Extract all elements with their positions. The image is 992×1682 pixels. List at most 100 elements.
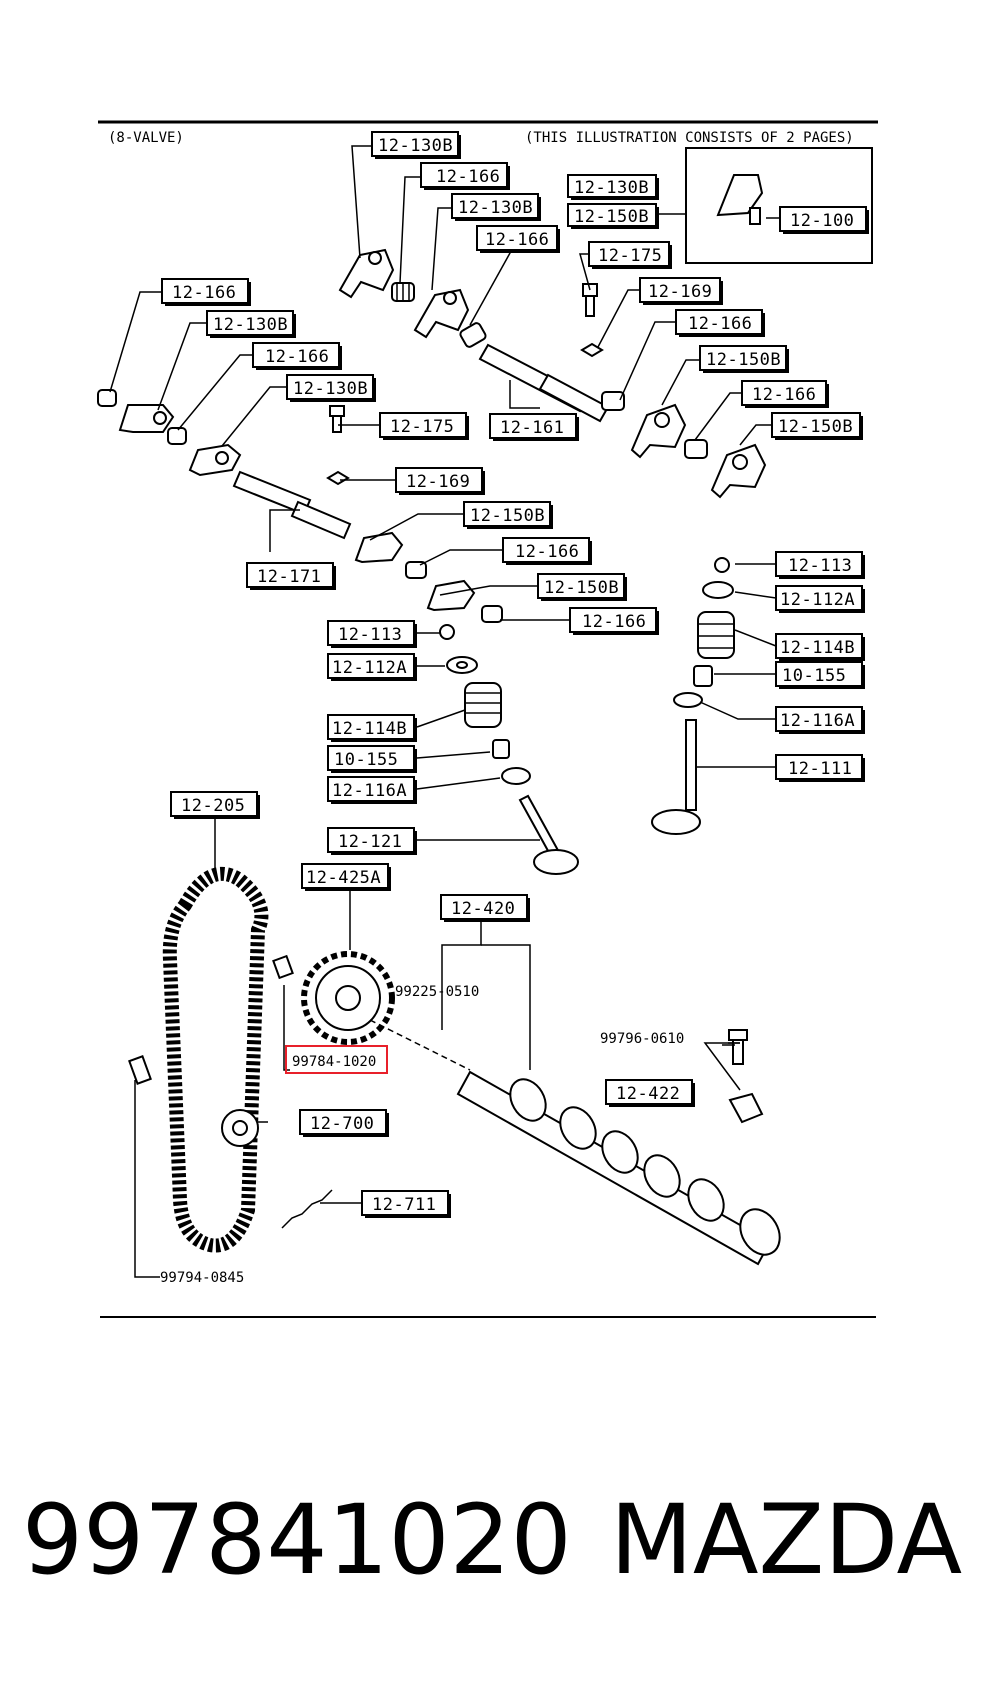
callout-12-422[interactable]: 12-422	[605, 1079, 695, 1107]
svg-text:12-130B: 12-130B	[574, 178, 649, 198]
callout-12-150B[interactable]: 12-150B	[567, 203, 659, 229]
spring-part	[684, 439, 708, 459]
callout-10-155[interactable]: 10-155	[327, 745, 417, 773]
svg-text:12-166: 12-166	[515, 542, 579, 562]
valve-part	[518, 794, 579, 875]
highlighted-part-label[interactable]: 99784-1020	[292, 1054, 376, 1070]
parts-diagram: (8-VALVE) (THIS ILLUSTRATION CONSISTS OF…	[97, 120, 878, 1318]
brand-title: MAZDA	[610, 1484, 963, 1596]
bolt-part	[728, 1029, 748, 1065]
callout-12-116A[interactable]: 12-116A	[775, 706, 865, 734]
washer-part	[326, 470, 350, 486]
callout-12-130B[interactable]: 12-130B	[567, 174, 659, 200]
caption: 997841020 MAZDA	[0, 1480, 992, 1600]
callout-12-114B[interactable]: 12-114B	[775, 633, 865, 661]
callout-12-150B[interactable]: 12-150B	[537, 573, 627, 601]
valve-seat-part	[673, 692, 703, 708]
valve-keeper-part	[714, 557, 730, 573]
callout-12-113[interactable]: 12-113	[775, 551, 865, 579]
bolt-part	[582, 283, 598, 317]
callout-12-130B[interactable]: 12-130B	[206, 310, 296, 338]
spring-part	[97, 389, 117, 407]
svg-text:12-111: 12-111	[788, 759, 852, 779]
callout-12-205[interactable]: 12-205	[170, 791, 260, 819]
spring-part	[167, 427, 187, 445]
callout-12-116A[interactable]: 12-116A	[327, 776, 417, 804]
callout-12-425A[interactable]: 12-425A	[301, 863, 391, 891]
rocker-shaft-part	[232, 470, 352, 540]
rocker-arm-part	[716, 174, 764, 225]
callout-12-150B[interactable]: 12-150B	[771, 412, 863, 440]
rocker-arm-part	[426, 579, 476, 612]
svg-text:12-420: 12-420	[451, 899, 515, 919]
part-number-label[interactable]: 99796-0610	[600, 1031, 684, 1047]
callout-10-155[interactable]: 10-155	[775, 661, 865, 689]
svg-text:12-116A: 12-116A	[332, 781, 407, 801]
rocker-arm-part	[710, 443, 767, 499]
callout-12-150B[interactable]: 12-150B	[699, 345, 789, 373]
callout-12-166[interactable]: 12-166	[502, 537, 592, 565]
svg-text:12-166: 12-166	[265, 347, 329, 367]
callout-12-711[interactable]: 12-711	[361, 1190, 451, 1218]
svg-text:12-166: 12-166	[485, 230, 549, 250]
callout-12-166[interactable]: 12-166	[420, 162, 510, 190]
callout-12-111[interactable]: 12-111	[775, 754, 865, 782]
svg-text:12-114B: 12-114B	[780, 638, 855, 658]
svg-text:12-112A: 12-112A	[332, 658, 407, 678]
callout-12-166[interactable]: 12-166	[569, 607, 659, 635]
callout-12-100[interactable]: 12-100	[779, 206, 869, 234]
camshaft-part	[456, 1070, 781, 1266]
callout-12-175[interactable]: 12-175	[379, 412, 469, 440]
callout-12-112A[interactable]: 12-112A	[327, 653, 417, 681]
callout-12-150B[interactable]: 12-150B	[463, 501, 553, 529]
camshaft-pulley-part	[301, 951, 395, 1045]
callout-12-130B[interactable]: 12-130B	[286, 374, 376, 402]
valve-seat-part	[501, 767, 531, 785]
part-number-label[interactable]: 99794-0845	[160, 1270, 244, 1286]
callout-12-420[interactable]: 12-420	[440, 894, 530, 922]
svg-text:12-130B: 12-130B	[378, 136, 453, 156]
rocker-arm-part	[338, 248, 395, 299]
callout-12-161[interactable]: 12-161	[489, 413, 579, 441]
spring-part	[601, 391, 625, 411]
valve-spring-part	[697, 611, 735, 659]
callout-12-114B[interactable]: 12-114B	[327, 714, 417, 742]
callout-12-169[interactable]: 12-169	[639, 277, 723, 305]
svg-text:12-112A: 12-112A	[780, 590, 855, 610]
callout-12-175[interactable]: 12-175	[588, 241, 672, 269]
thrust-plate-part	[728, 1092, 764, 1124]
spring-part	[405, 561, 427, 579]
svg-text:12-100: 12-100	[790, 211, 854, 231]
inset-box	[685, 147, 873, 264]
callout-12-166[interactable]: 12-166	[675, 309, 765, 337]
callout-12-169[interactable]: 12-169	[395, 467, 485, 495]
callout-12-166[interactable]: 12-166	[252, 342, 342, 370]
callout-12-130B[interactable]: 12-130B	[451, 193, 541, 221]
callout-12-113[interactable]: 12-113	[327, 620, 417, 648]
svg-text:12-130B: 12-130B	[213, 315, 288, 335]
callout-12-166[interactable]: 12-166	[161, 278, 251, 306]
svg-text:12-166: 12-166	[582, 612, 646, 632]
callout-12-121[interactable]: 12-121	[327, 827, 417, 855]
callout-12-700[interactable]: 12-700	[299, 1109, 389, 1137]
rocker-arm-part	[630, 403, 687, 459]
callout-12-166[interactable]: 12-166	[476, 225, 560, 253]
svg-text:12-700: 12-700	[310, 1114, 374, 1134]
svg-text:12-425A: 12-425A	[306, 868, 381, 888]
page-note: (THIS ILLUSTRATION CONSISTS OF 2 PAGES)	[525, 130, 854, 146]
svg-text:12-150B: 12-150B	[706, 350, 781, 370]
valve-seal-part	[693, 665, 713, 687]
callout-12-112A[interactable]: 12-112A	[775, 585, 865, 613]
valve-seal-part	[492, 739, 510, 759]
part-number-label[interactable]: 99225-0510	[395, 984, 479, 1000]
callout-12-166[interactable]: 12-166	[741, 380, 829, 408]
callout-12-130B[interactable]: 12-130B	[371, 131, 461, 159]
svg-text:10-155: 10-155	[334, 750, 398, 770]
callout-12-171[interactable]: 12-171	[246, 562, 336, 590]
valve-spring-part	[464, 682, 502, 728]
svg-text:12-113: 12-113	[338, 625, 402, 645]
svg-text:12-161: 12-161	[500, 418, 564, 438]
bolt-part	[128, 1055, 152, 1085]
svg-text:12-114B: 12-114B	[332, 719, 407, 739]
rocker-arm-part	[118, 404, 175, 433]
